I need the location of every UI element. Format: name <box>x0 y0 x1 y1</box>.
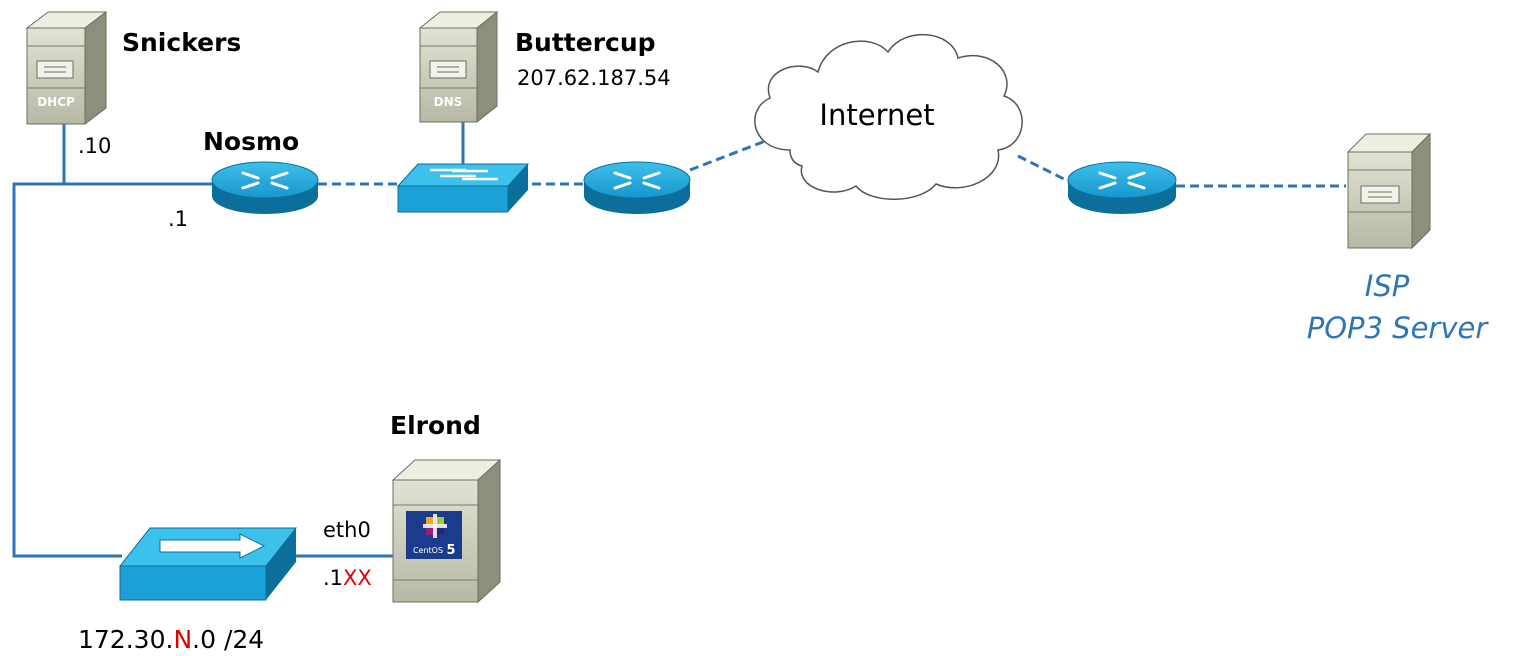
internet-cloud <box>754 33 1023 200</box>
elrond-interface: eth0 <box>323 518 371 542</box>
arrow-right-icon <box>159 533 266 559</box>
centos-version: 5 <box>446 543 455 558</box>
edge-router <box>583 161 691 214</box>
subnet-label: 172.30.N.0 /24 <box>78 625 264 654</box>
elrond-ip-variable: XX <box>343 566 372 590</box>
link-internet-router <box>1017 154 1071 184</box>
subnet-part2: .0 /24 <box>192 625 264 654</box>
centos-flower-icon <box>423 514 447 538</box>
snickers-ip: .10 <box>78 134 111 158</box>
pop3-server-label: POP3 Server <box>1307 311 1490 345</box>
snickers-server: DHCP <box>25 10 108 126</box>
nosmo-router <box>211 161 319 214</box>
elrond-server: CentOS 5 <box>391 458 502 604</box>
elrond-ip: .1XX <box>323 566 372 590</box>
subnet-part1: 172.30. <box>78 625 173 654</box>
internet-label: Internet <box>819 98 934 132</box>
nosmo-label: Nosmo <box>203 127 299 156</box>
buttercup-label: Buttercup <box>515 28 656 57</box>
buttercup-server: DNS <box>418 10 499 124</box>
links <box>12 120 1346 558</box>
link-router-internet <box>689 138 769 172</box>
lan-switch <box>118 527 298 601</box>
elrond-label: Elrond <box>390 411 481 440</box>
isp-pop3-server <box>1346 132 1432 250</box>
core-switch <box>396 163 530 213</box>
nosmo-ip: .1 <box>168 207 188 231</box>
subnet-variable: N <box>173 625 192 654</box>
elrond-ip-prefix: .1 <box>323 566 343 590</box>
snickers-badge: DHCP <box>37 95 75 109</box>
buttercup-badge: DNS <box>434 95 463 109</box>
isp-router <box>1067 161 1177 214</box>
isp-label: ISP <box>1365 269 1410 303</box>
snickers-label: Snickers <box>122 28 241 57</box>
link-lan-segment <box>12 182 213 558</box>
centos-text: CentOS <box>413 546 443 555</box>
centos-logo: CentOS 5 <box>406 511 462 559</box>
buttercup-ip: 207.62.187.54 <box>517 66 671 90</box>
